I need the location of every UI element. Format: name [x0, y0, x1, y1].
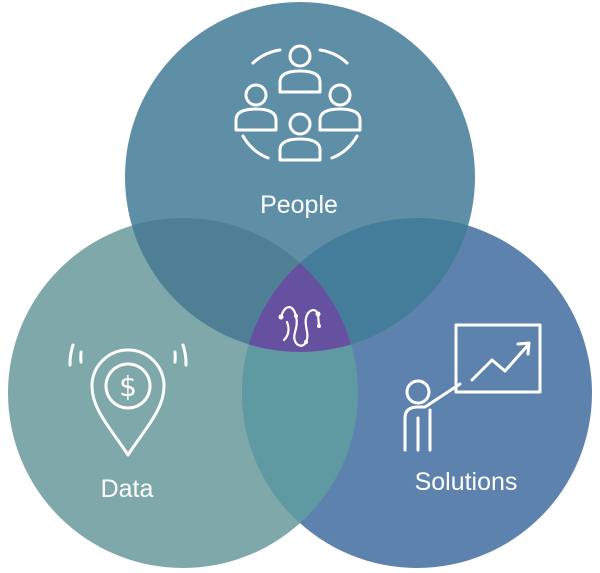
data-label: Data	[101, 475, 154, 503]
people-label: People	[260, 191, 338, 219]
presenter-growth-chart-icon	[403, 323, 542, 452]
people-network-icon	[234, 44, 362, 162]
center-overlap	[242, 218, 358, 352]
location-dollar-pin-icon	[68, 343, 188, 457]
dollar-sign-icon: $	[119, 370, 137, 403]
solutions-label: Solutions	[415, 468, 518, 496]
network-logo-icon	[278, 306, 321, 347]
